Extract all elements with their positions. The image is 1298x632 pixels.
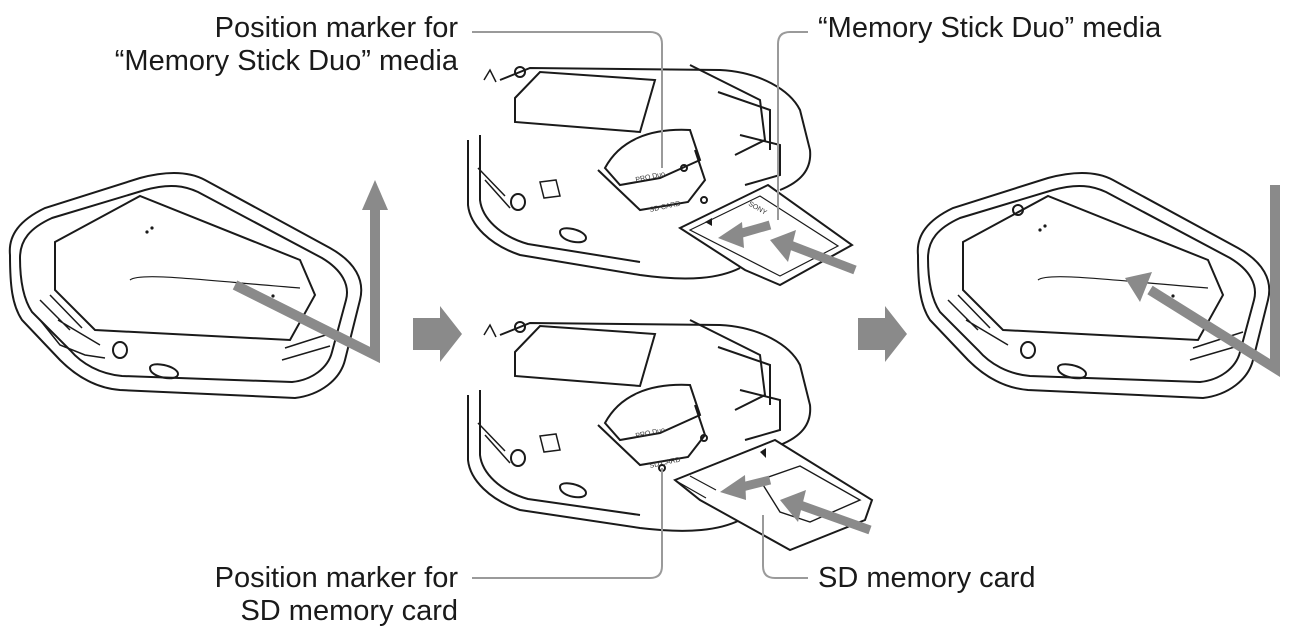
memory-stick-duo-media: SONY [677, 183, 854, 287]
lift-cover-arrow [232, 180, 388, 364]
insert-memory-stick-arrows [718, 220, 857, 275]
close-cover-arrow [1125, 185, 1280, 378]
svg-text:PRO Duo: PRO Duo [635, 171, 666, 184]
callout-sd-card: SD memory card [818, 562, 1036, 594]
sd-memory-card [673, 438, 874, 552]
insert-sd-card-arrows [720, 475, 872, 535]
callout-line-ms-marker [472, 31, 663, 168]
callout-line-ms-media [777, 31, 808, 220]
step-arrow-1 [413, 306, 462, 362]
svg-text:SD CARD: SD CARD [649, 201, 681, 214]
callout-ms-marker-line1: Position marker for [214, 12, 458, 44]
step-arrow-2 [858, 306, 907, 362]
device-open-memory-stick: PRO Duo SD CARD [467, 64, 812, 280]
device-closed-left [8, 171, 363, 400]
callout-sd-marker: Position marker for SD memory card [215, 562, 458, 628]
callout-sd-marker-line2: SD memory card [240, 595, 458, 627]
callout-ms-media: “Memory Stick Duo” media [818, 12, 1162, 44]
callout-lines [472, 31, 808, 579]
callout-sd-marker-line1: Position marker for [214, 562, 458, 594]
device-closed-right [916, 171, 1271, 400]
svg-text:PRO Duo: PRO Duo [635, 427, 666, 440]
callout-ms-marker-line2: “Memory Stick Duo” media [114, 45, 458, 77]
callout-line-sd-marker [472, 468, 663, 579]
callout-ms-marker: Position marker for “Memory Stick Duo” m… [115, 12, 458, 78]
callout-line-sd-card [762, 515, 808, 579]
device-open-sd-card: PRO Duo SD CARD [467, 319, 812, 532]
